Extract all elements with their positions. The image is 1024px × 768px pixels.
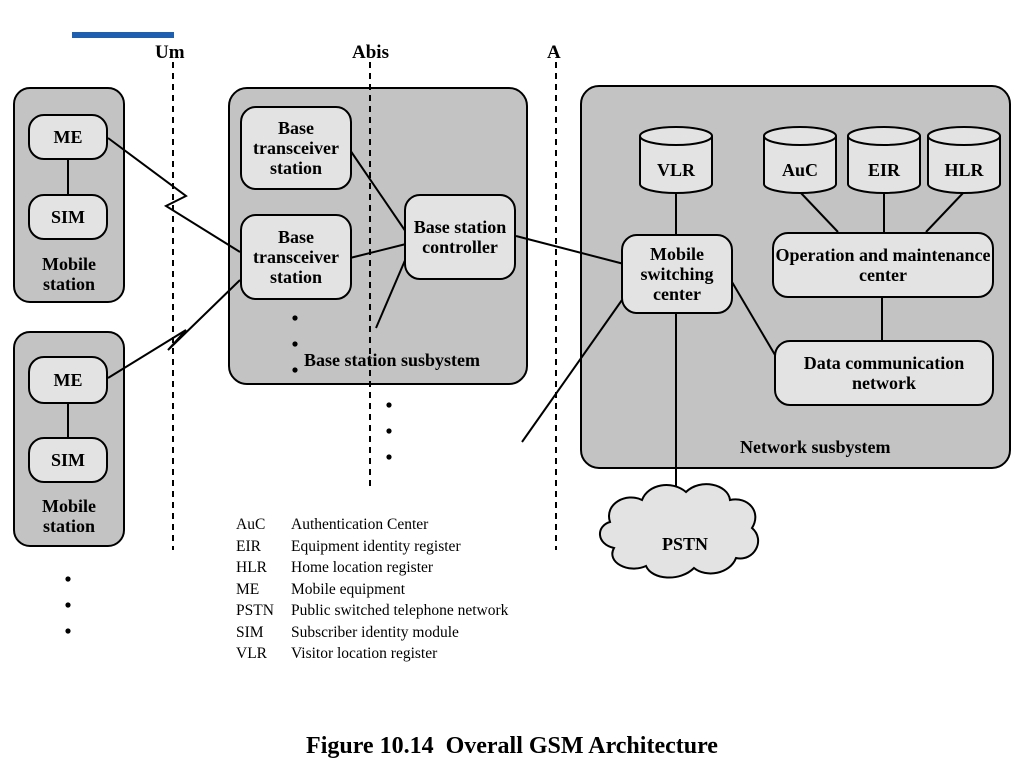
more-bsc-dots bbox=[386, 402, 392, 460]
legend-abbr: EIR bbox=[236, 537, 261, 555]
legend-abbr: AuC bbox=[236, 516, 266, 533]
msc-extra-link bbox=[521, 299, 623, 443]
legend-row: SIM Subscriber identity module bbox=[236, 622, 508, 644]
hlr-database-icon bbox=[927, 126, 1001, 194]
eir-database-icon bbox=[847, 126, 921, 194]
eir-label: EIR bbox=[867, 160, 900, 180]
legend-row: VLR Visitor location register bbox=[236, 643, 508, 665]
bts2-bsc-link bbox=[349, 243, 407, 259]
vlr-label: VLR bbox=[656, 160, 695, 180]
legend-abbr: HLR bbox=[236, 559, 267, 576]
msc-dcn-link bbox=[731, 281, 779, 361]
legend-abbr: SIM bbox=[236, 623, 264, 641]
hlr-omc-link bbox=[925, 191, 965, 233]
mobile-station-2-label: Mobile station bbox=[42, 496, 96, 536]
sim-box-1[interactable]: SIM bbox=[28, 194, 108, 240]
dcn-box[interactable]: Data communication network bbox=[774, 340, 994, 406]
radio-link-1 bbox=[107, 137, 241, 253]
legend-abbr: PSTN bbox=[236, 602, 274, 619]
me-box-1[interactable]: ME bbox=[28, 114, 108, 160]
legend-abbr: ME bbox=[236, 580, 260, 598]
legend-desc: Authentication Center bbox=[291, 516, 429, 533]
bts-box-2[interactable]: Base transceiver station bbox=[240, 214, 352, 300]
legend-desc: Subscriber identity module bbox=[291, 623, 459, 641]
legend-row: AuC Authentication Center bbox=[236, 514, 508, 536]
more-bts-dots bbox=[292, 315, 298, 373]
me-box-2[interactable]: ME bbox=[28, 356, 108, 404]
auc-label: AuC bbox=[781, 160, 818, 180]
legend-desc: Mobile equipment bbox=[291, 580, 406, 598]
pstn-cloud-icon bbox=[599, 483, 759, 579]
bsc-extra-link bbox=[375, 257, 407, 329]
legend-row: HLR Home location register bbox=[236, 557, 508, 579]
msc-box[interactable]: Mobile switching center bbox=[621, 234, 733, 314]
omc-box[interactable]: Operation and maintenance center bbox=[772, 232, 994, 298]
radio-link-2 bbox=[107, 279, 241, 379]
figure-caption: Figure 10.14 Overall GSM Architecture bbox=[306, 733, 718, 759]
um-interface-label: Um bbox=[155, 42, 185, 63]
bsc-box[interactable]: Base station controller bbox=[404, 194, 516, 280]
legend-desc: Visitor location register bbox=[291, 645, 438, 662]
hlr-label: HLR bbox=[944, 160, 984, 180]
accent-bar bbox=[72, 32, 174, 38]
legend-desc: Public switched telephone network bbox=[291, 602, 509, 619]
pstn-label: PSTN bbox=[661, 534, 708, 554]
legend: AuC Authentication Center EIR Equipment id… bbox=[236, 514, 508, 665]
nss-label: Network susbystem bbox=[740, 437, 891, 457]
legend-row: PSTN Public switched telephone network bbox=[236, 600, 508, 622]
vlr-database-icon bbox=[639, 126, 713, 194]
bts-box-1[interactable]: Base transceiver station bbox=[240, 106, 352, 190]
bsc-msc-link bbox=[515, 235, 625, 265]
legend-row: EIR Equipment identity register bbox=[236, 536, 508, 558]
legend-desc: Home location register bbox=[291, 559, 434, 576]
legend-desc: Equipment identity register bbox=[291, 537, 461, 555]
bss-label: Base station susbystem bbox=[304, 350, 481, 370]
bts1-bsc-link bbox=[349, 149, 407, 233]
sim-box-2[interactable]: SIM bbox=[28, 437, 108, 483]
a-interface-label: A bbox=[547, 42, 561, 63]
mobile-station-1-label: Mobile station bbox=[42, 254, 96, 294]
auc-omc-link bbox=[799, 191, 839, 233]
auc-database-icon bbox=[763, 126, 837, 194]
legend-row: ME Mobile equipment bbox=[236, 579, 508, 601]
abis-interface-label: Abis bbox=[352, 42, 389, 63]
legend-abbr: VLR bbox=[236, 645, 267, 662]
more-mobile-station-dots bbox=[65, 576, 71, 634]
